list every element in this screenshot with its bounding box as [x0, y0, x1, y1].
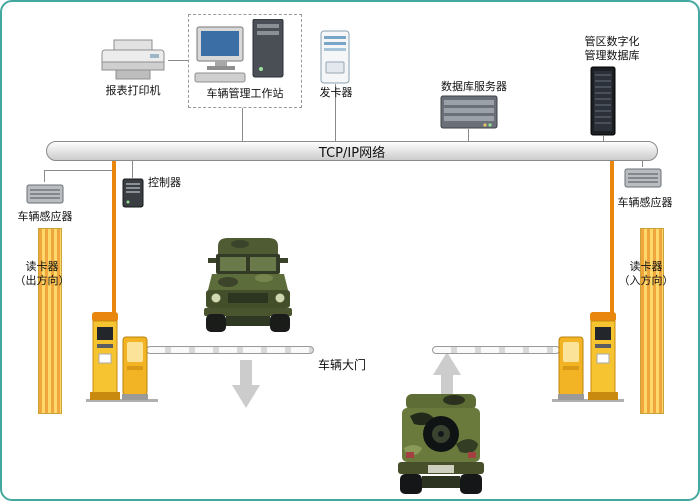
- connection-line: [335, 84, 336, 141]
- exit-direction-arrow: [231, 360, 261, 412]
- card-reader-kiosk-right-icon: [588, 312, 618, 404]
- card-issuer-icon: [320, 30, 350, 88]
- connection-line: [603, 136, 604, 141]
- orange-line-left: [112, 161, 116, 342]
- connection-line: [168, 60, 188, 61]
- connection-line: [242, 108, 243, 141]
- card-reader-right-label-line2: （入方向）: [618, 274, 674, 288]
- card-reader-right-label: 读卡器 （入方向）: [612, 260, 680, 289]
- connection-line: [132, 161, 133, 178]
- vehicle-sensor-right-label: 车辆感应器: [617, 196, 673, 209]
- workstation-label: 车辆管理工作站: [206, 87, 284, 100]
- entry-direction-arrow: [432, 352, 462, 404]
- vehicle-sensor-left-icon: [26, 182, 64, 210]
- vehicle-front-view: [198, 232, 298, 338]
- connection-line: [44, 170, 114, 171]
- district-database-label: 管区数字化 管理数据库: [572, 35, 652, 64]
- card-reader-left-label-line2: （出方向）: [14, 274, 70, 288]
- tcpip-network-bar: TCP/IP网络: [46, 141, 658, 161]
- barrier-gate-machine-left-icon: [122, 336, 148, 404]
- card-issuer-label: 发卡器: [319, 86, 353, 99]
- vehicle-sensor-left-label: 车辆感应器: [17, 210, 73, 223]
- tcpip-network-label: TCP/IP网络: [318, 145, 386, 161]
- district-database-rack-icon: [590, 66, 616, 140]
- controller-label: 控制器: [148, 176, 181, 189]
- district-database-label-line1: 管区数字化: [584, 35, 640, 48]
- barrier-gate-machine-right-icon: [558, 336, 584, 404]
- connection-line: [642, 161, 643, 167]
- barrier-arm-right: [432, 346, 560, 354]
- card-reader-left-label: 读卡器 （出方向）: [8, 260, 76, 289]
- barrier-base-right: [552, 399, 624, 402]
- card-reader-left-label-line1: 读卡器: [25, 260, 59, 273]
- district-database-label-line2: 管理数据库: [584, 49, 640, 63]
- vehicle-rear-view: [390, 388, 492, 499]
- card-reader-kiosk-left-icon: [90, 312, 120, 404]
- database-server-label: 数据库服务器: [441, 80, 507, 93]
- barrier-wall-right: [640, 228, 664, 414]
- connection-line: [44, 170, 45, 182]
- orange-line-right: [610, 161, 614, 342]
- barrier-base-left: [86, 399, 158, 402]
- vehicle-gate-label: 车辆大门: [317, 358, 366, 372]
- database-server-icon: [440, 95, 498, 133]
- printer-label: 报表打印机: [105, 84, 161, 97]
- controller-icon: [122, 178, 144, 212]
- connection-line: [468, 129, 469, 141]
- workstation-icon: [193, 18, 299, 89]
- card-reader-right-label-line1: 读卡器: [629, 260, 663, 273]
- workstation-group: 车辆管理工作站: [188, 14, 302, 108]
- vehicle-sensor-right-icon: [624, 166, 662, 194]
- barrier-arm-left: [146, 346, 314, 354]
- barrier-wall-left: [38, 228, 62, 414]
- printer-icon: [98, 38, 168, 88]
